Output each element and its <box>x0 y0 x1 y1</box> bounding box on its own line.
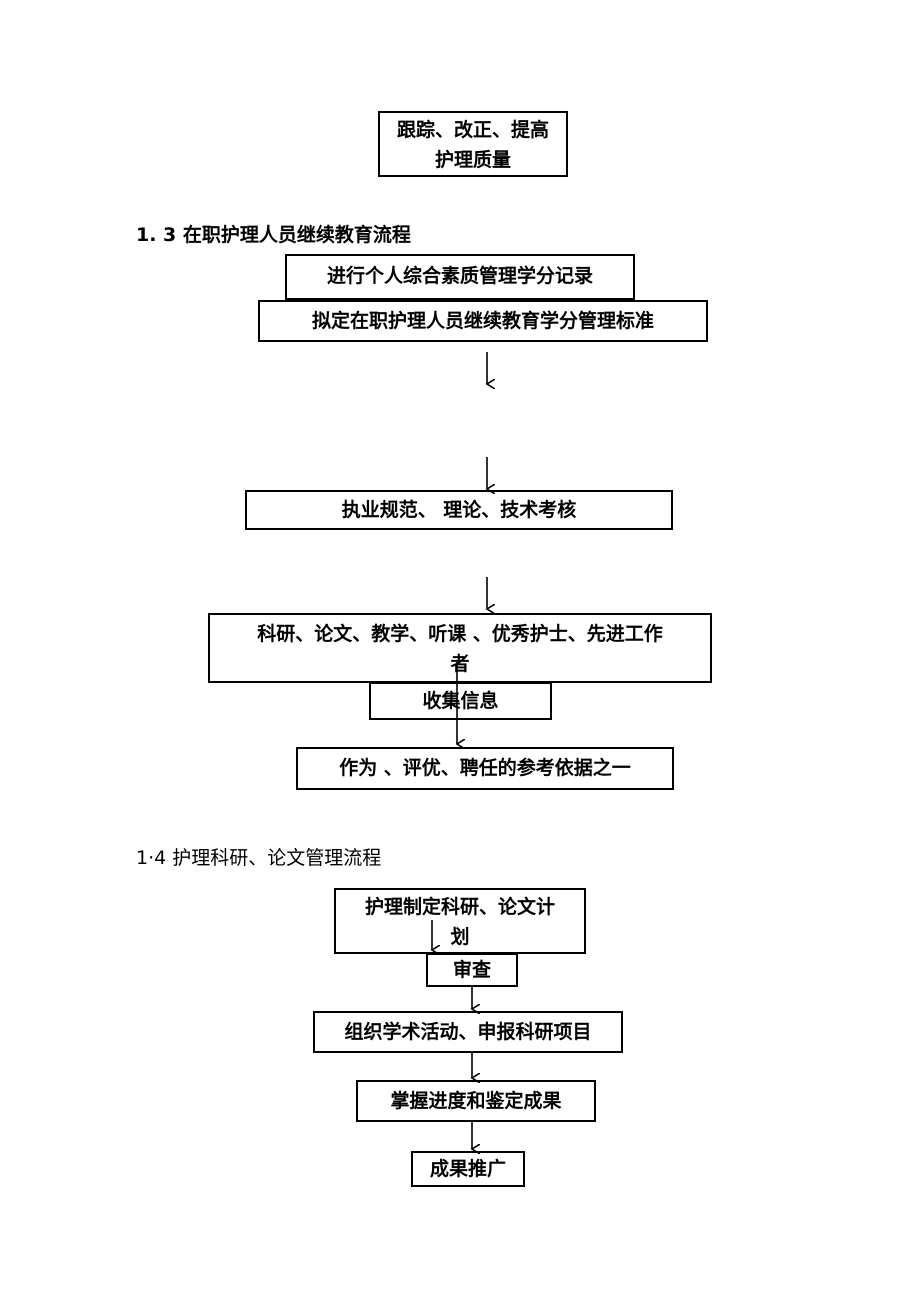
result-promotion-box: 成果推广 <box>411 1151 525 1187</box>
progress-appraisal-label: 掌握进度和鉴定成果 <box>390 1090 562 1112</box>
review-label: 审查 <box>452 959 491 981</box>
evaluation-basis-label: 作为 、评优、聘任的参考依据之一 <box>339 757 631 779</box>
assessment-box: 执业规范、 理论、技术考核 <box>245 490 673 530</box>
section-1-3-heading: 1. 3 在职护理人员继续教育流程 <box>136 224 411 246</box>
collect-info-box: 收集信息 <box>369 682 552 720</box>
quality-improvement-box: 跟踪、改正、提高 护理质量 <box>378 111 568 177</box>
credit-record-label: 进行个人综合素质管理学分记录 <box>326 265 593 287</box>
research-plan-line2: 划 <box>450 926 470 948</box>
result-promotion-label: 成果推广 <box>429 1158 506 1180</box>
academic-activity-label: 组织学术活动、申报科研项目 <box>344 1021 592 1043</box>
research-plan-line1: 护理制定科研、论文计 <box>364 896 555 918</box>
research-teaching-line2: 者 <box>450 653 470 675</box>
progress-appraisal-box: 掌握进度和鉴定成果 <box>356 1080 596 1122</box>
quality-improvement-line2: 护理质量 <box>434 149 511 171</box>
credit-standard-label: 拟定在职护理人员继续教育学分管理标准 <box>311 310 654 332</box>
quality-improvement-line1: 跟踪、改正、提高 <box>396 119 549 141</box>
evaluation-basis-box: 作为 、评优、聘任的参考依据之一 <box>296 747 674 790</box>
research-teaching-line1: 科研、论文、教学、听课 、优秀护士、先进工作 <box>257 623 663 645</box>
collect-info-label: 收集信息 <box>422 690 499 712</box>
credit-standard-box: 拟定在职护理人员继续教育学分管理标准 <box>258 300 708 342</box>
academic-activity-box: 组织学术活动、申报科研项目 <box>313 1011 623 1053</box>
assessment-label: 执业规范、 理论、技术考核 <box>341 499 577 521</box>
review-box: 审查 <box>426 953 518 987</box>
research-teaching-box: 科研、论文、教学、听课 、优秀护士、先进工作 者 <box>208 613 712 683</box>
research-plan-box: 护理制定科研、论文计 划 <box>334 888 586 954</box>
section-1-4-heading: 1·4 护理科研、论文管理流程 <box>136 847 382 869</box>
credit-record-box: 进行个人综合素质管理学分记录 <box>285 254 635 300</box>
